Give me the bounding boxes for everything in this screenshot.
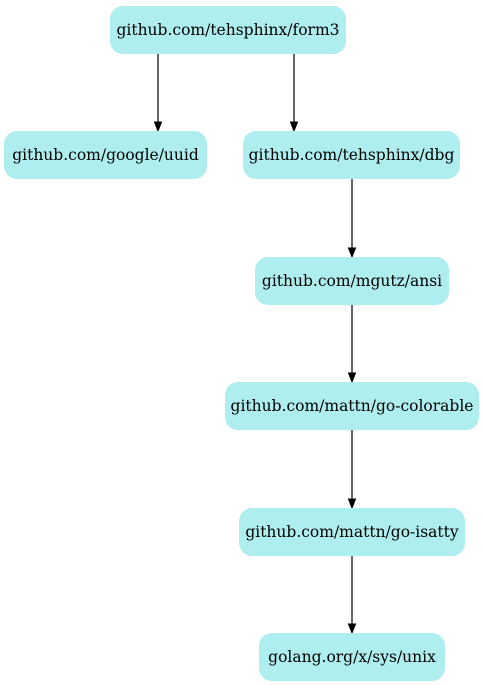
node-uuid: github.com/google/uuid: [4, 131, 207, 179]
node-label-form3: github.com/tehsphinx/form3: [116, 21, 339, 39]
node-colorable: github.com/mattn/go-colorable: [225, 382, 479, 430]
edge-arrowhead: [289, 121, 299, 133]
edge-arrowhead: [347, 372, 357, 384]
edge-arrowhead: [153, 121, 163, 133]
node-box: [239, 508, 465, 556]
edge-isatty-to-unix: [347, 556, 357, 635]
node-isatty: github.com/mattn/go-isatty: [239, 508, 465, 556]
node-label-ansi: github.com/mgutz/ansi: [262, 272, 442, 290]
edge-arrowhead: [347, 247, 357, 259]
edge-arrowhead: [347, 623, 357, 635]
node-box: [259, 633, 445, 681]
node-box: [4, 131, 207, 179]
edge-colorable-to-isatty: [347, 430, 357, 510]
edge-form3-to-uuid: [153, 54, 163, 133]
node-box: [243, 131, 460, 179]
node-label-isatty: github.com/mattn/go-isatty: [245, 523, 459, 541]
edges-layer: [153, 54, 357, 635]
node-label-colorable: github.com/mattn/go-colorable: [231, 397, 474, 415]
node-box: [225, 382, 479, 430]
node-unix: golang.org/x/sys/unix: [259, 633, 445, 681]
node-label-uuid: github.com/google/uuid: [12, 146, 199, 164]
node-box: [255, 257, 449, 305]
node-label-unix: golang.org/x/sys/unix: [268, 648, 436, 666]
edge-arrowhead: [347, 498, 357, 510]
node-label-dbg: github.com/tehsphinx/dbg: [249, 146, 455, 164]
node-ansi: github.com/mgutz/ansi: [255, 257, 449, 305]
nodes-layer: github.com/tehsphinx/form3 github.com/go…: [4, 6, 479, 681]
edge-form3-to-dbg: [289, 54, 299, 133]
node-dbg: github.com/tehsphinx/dbg: [243, 131, 460, 179]
node-box: [110, 6, 346, 54]
edge-dbg-to-ansi: [347, 179, 357, 259]
edge-ansi-to-colorable: [347, 305, 357, 384]
node-form3: github.com/tehsphinx/form3: [110, 6, 346, 54]
